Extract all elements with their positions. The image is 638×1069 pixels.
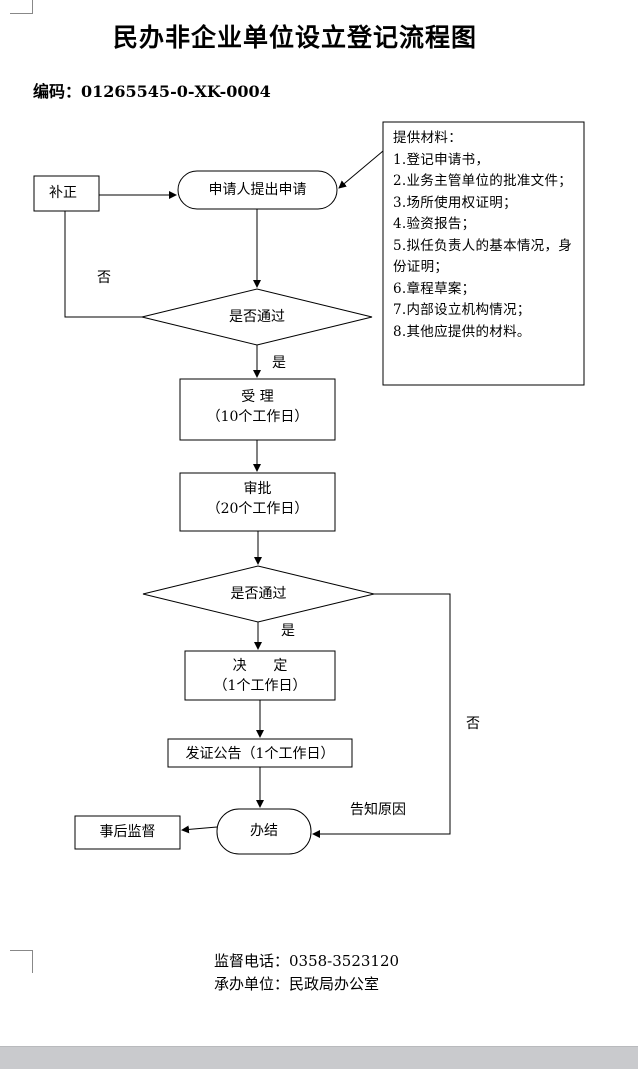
apply-label: 申请人提出申请	[208, 182, 307, 198]
page-corner-mark-bottom	[10, 950, 33, 973]
materials-list: 提供材料： 1.登记申请书， 2.业务主管单位的批准文件； 3.场所使用权证明；…	[393, 128, 579, 343]
supervise-label: 事后监督	[99, 824, 156, 840]
publish-box	[167, 738, 353, 768]
materials-heading: 提供材料：	[393, 130, 462, 146]
materials-item: 4.验资报告；	[393, 216, 476, 232]
check1-label: 是否通过	[229, 309, 285, 325]
supervision-phone: 监督电话：0358-3523120	[214, 952, 400, 970]
publish-label: 发证公告（1个工作日）	[185, 746, 335, 762]
materials-item: 7.内部设立机构情况；	[393, 302, 531, 318]
arrow-finish-to-supervise	[181, 825, 218, 834]
materials-item: 1.登记申请书，	[393, 151, 490, 168]
approve-days-label: （20个工作日）	[206, 501, 309, 517]
edge-label-yes2: 是	[281, 623, 295, 639]
materials-item: 2.业务主管单位的批准文件；	[393, 173, 573, 189]
viewer-bottom-bar	[0, 1046, 638, 1069]
line-check1-no-to-correction	[64, 211, 142, 318]
edge-label-yes1: 是	[272, 355, 286, 371]
materials-box	[382, 121, 585, 386]
decide-days-label: （1个工作日）	[213, 678, 307, 694]
edge-label-no1: 否	[97, 270, 111, 286]
edge-label-no2: 否	[466, 716, 480, 732]
decide-box	[184, 650, 336, 701]
approve-label: 审批	[243, 481, 272, 497]
arrow-materials-to-apply	[338, 150, 384, 189]
materials-item: 6.章程草案；	[393, 280, 476, 297]
handling-unit: 承办单位：民政局办公室	[214, 975, 380, 993]
correction-label: 补正	[49, 185, 77, 201]
accept-days-label: （10个工作日）	[206, 409, 309, 425]
materials-item: 5.拟任负责人的基本情况，身份证明；	[393, 237, 573, 276]
edge-label-notify-reason: 告知原因	[350, 802, 406, 818]
decide-label: 决 定	[232, 658, 288, 674]
finish-label: 办结	[250, 823, 278, 839]
arrow-check2-no-to-finish	[312, 593, 451, 838]
correction-box	[33, 175, 100, 212]
page-title: 民办非企业单位设立登记流程图	[112, 23, 477, 52]
finish-terminal	[216, 808, 312, 855]
supervise-box	[74, 815, 181, 850]
accept-label: 受 理	[241, 389, 274, 405]
check1-diamond	[141, 288, 373, 346]
materials-item: 3.场所使用权证明；	[393, 194, 517, 211]
page-corner-mark-top	[10, 0, 33, 14]
check2-label: 是否通过	[230, 586, 287, 602]
document-code: 编码：01265545-0-XK-0004	[33, 82, 271, 101]
materials-item: 8.其他应提供的材料。	[393, 323, 531, 340]
